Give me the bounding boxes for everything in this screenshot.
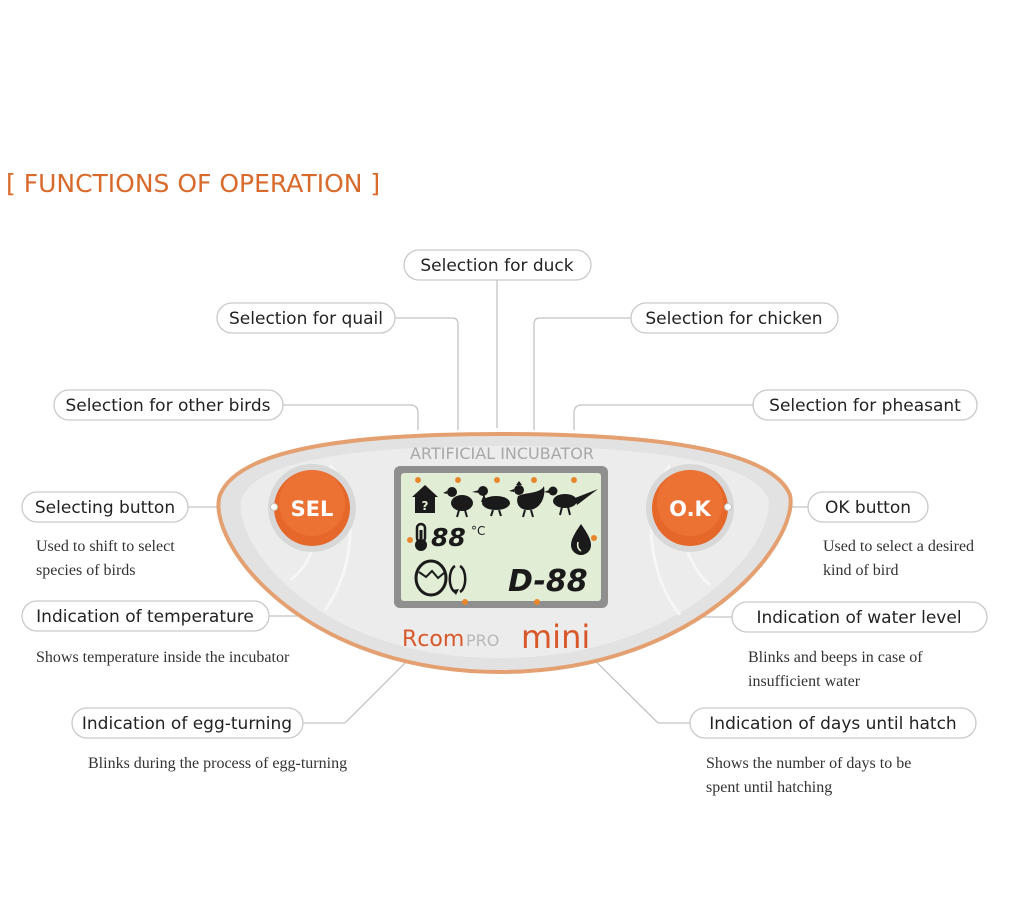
svg-text:?: ? bbox=[422, 499, 429, 513]
thermometer-icon bbox=[415, 522, 427, 551]
device-header: ARTIFICIAL INCUBATOR bbox=[410, 444, 594, 463]
other-birds-icon: ? bbox=[412, 485, 438, 513]
callout-temperature-label: Indication of temperature bbox=[36, 607, 254, 627]
leader-pheasant bbox=[573, 404, 753, 430]
indicator-dots bbox=[407, 477, 597, 605]
brand-pro: PRO bbox=[466, 631, 499, 650]
bird-icons-row: ? bbox=[412, 481, 598, 518]
callout-water-level: Indication of water level Blinks and bee… bbox=[731, 601, 988, 690]
days-value: D-88 bbox=[508, 564, 588, 599]
water-drop-icon bbox=[571, 524, 591, 555]
lcd-screen: ? bbox=[394, 466, 608, 608]
ok-button-label: O.K bbox=[669, 497, 711, 521]
callout-quail: Selection for quail bbox=[216, 302, 396, 334]
callout-other-birds-label: Selection for other birds bbox=[65, 396, 270, 416]
callout-quail-label: Selection for quail bbox=[229, 309, 383, 329]
callout-egg-turning-label: Indication of egg-turning bbox=[82, 714, 292, 734]
water-desc-line-2: insufficient water bbox=[748, 673, 861, 690]
sel-button[interactable]: SEL bbox=[268, 464, 356, 552]
sel-connector-dot bbox=[270, 503, 278, 511]
callout-temperature: Indication of temperature Shows temperat… bbox=[21, 600, 290, 666]
ok-desc-line-2: kind of bird bbox=[823, 562, 899, 579]
brand-logo: Rcom PRO mini bbox=[402, 618, 590, 656]
incubator-device: ARTIFICIAL INCUBATOR SEL O.K bbox=[216, 431, 793, 675]
callout-egg-turning: Indication of egg-turning Blinks during … bbox=[71, 707, 347, 772]
water-desc-line-1: Blinks and beeps in case of bbox=[748, 649, 923, 666]
callout-days-until-hatch: Indication of days until hatch Shows the… bbox=[689, 707, 977, 796]
callout-duck-label: Selection for duck bbox=[420, 256, 573, 276]
days-desc-line-2: spent until hatching bbox=[706, 779, 832, 796]
temperature-readout: 88 °C bbox=[415, 522, 485, 552]
callout-duck: Selection for duck bbox=[403, 249, 592, 281]
leader-other bbox=[283, 404, 419, 430]
callout-water-label: Indication of water level bbox=[756, 608, 961, 628]
callout-selecting-button-label: Selecting button bbox=[35, 498, 175, 518]
leader-chicken bbox=[533, 317, 631, 430]
leader-quail bbox=[395, 317, 459, 430]
callout-chicken-label: Selection for chicken bbox=[645, 309, 822, 329]
selecting-desc-line-2: species of birds bbox=[36, 562, 136, 579]
brand-rcom: Rcom bbox=[402, 627, 464, 652]
temperature-desc-line-1: Shows temperature inside the incubator bbox=[36, 649, 290, 666]
callout-days-label: Indication of days until hatch bbox=[709, 714, 956, 734]
egg-turning-icon bbox=[414, 559, 467, 597]
sel-button-label: SEL bbox=[291, 497, 334, 521]
callout-pheasant: Selection for pheasant bbox=[752, 389, 978, 421]
selecting-desc-line-1: Used to shift to select bbox=[36, 538, 175, 555]
chicken-icon bbox=[509, 481, 545, 518]
temperature-unit: °C bbox=[471, 524, 485, 538]
days-desc-line-1: Shows the number of days to be bbox=[706, 755, 911, 772]
pheasant-icon bbox=[544, 486, 598, 516]
ok-desc-line-1: Used to select a desired bbox=[823, 538, 974, 555]
callout-pheasant-label: Selection for pheasant bbox=[769, 396, 961, 416]
brand-mini: mini bbox=[521, 618, 590, 656]
callout-selecting-button: Selecting button Used to shift to select… bbox=[21, 491, 189, 579]
temperature-value: 88 bbox=[431, 523, 466, 552]
egg-turning-desc-line-1: Blinks during the process of egg-turning bbox=[88, 755, 347, 772]
callout-ok-button: OK button Used to select a desired kind … bbox=[807, 491, 974, 579]
callout-chicken: Selection for chicken bbox=[630, 302, 839, 334]
ok-connector-dot bbox=[724, 503, 732, 511]
duck-icon bbox=[472, 486, 510, 517]
page-title: [ FUNCTIONS OF OPERATION ] bbox=[6, 169, 380, 198]
quail-icon bbox=[443, 487, 473, 518]
callout-other-birds: Selection for other birds bbox=[53, 389, 284, 421]
ok-button[interactable]: O.K bbox=[646, 464, 734, 552]
callout-ok-button-label: OK button bbox=[825, 498, 911, 518]
